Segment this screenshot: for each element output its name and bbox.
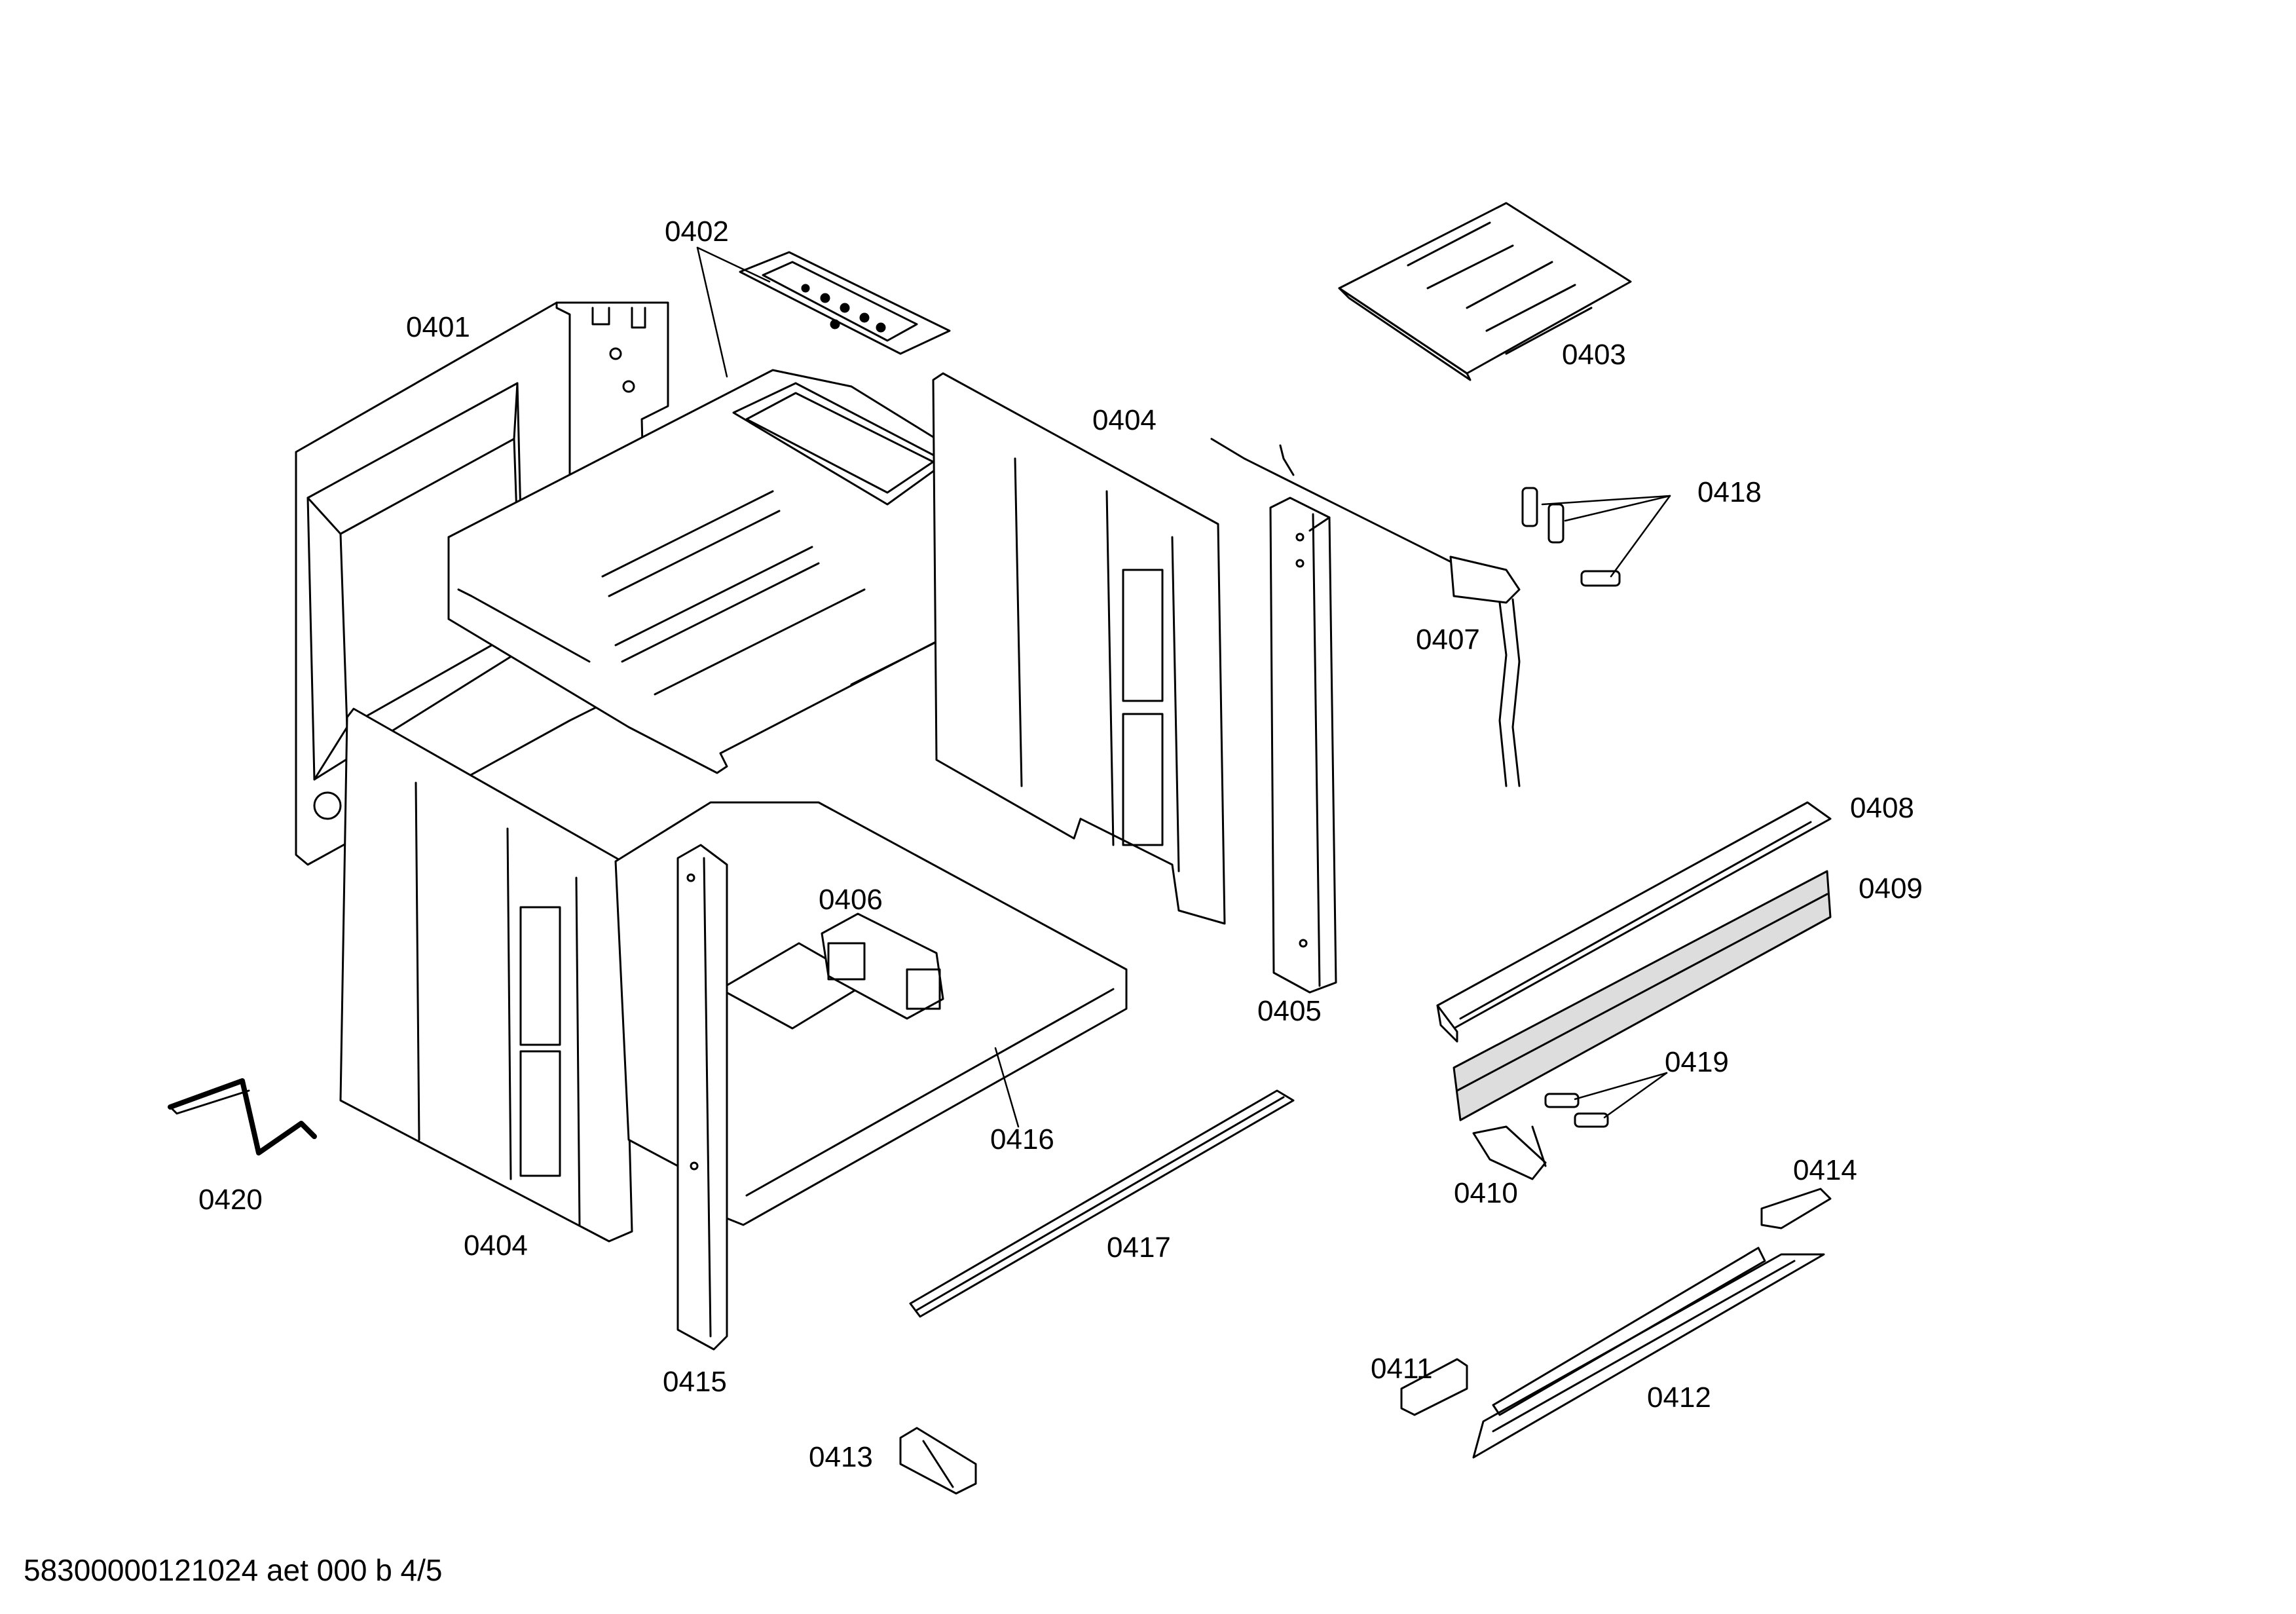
part-0415-front-rail	[676, 844, 728, 1351]
part-0403-screw-bag	[1338, 202, 1632, 381]
part-0406-motor	[821, 912, 944, 1020]
callout-0401: 0401	[406, 311, 470, 343]
part-0405-side-rail	[1269, 497, 1337, 994]
callout-0418: 0418	[1697, 476, 1762, 508]
callout-0407: 0407	[1416, 624, 1480, 656]
callout-0416: 0416	[990, 1123, 1054, 1155]
callout-0408: 0408	[1850, 792, 1914, 824]
callout-0405: 0405	[1257, 995, 1322, 1027]
part-0412-bottom-rail	[1472, 1247, 1825, 1459]
callout-0410: 0410	[1454, 1177, 1518, 1209]
part-0408-channel	[1436, 801, 1832, 1043]
part-0420-wire-hook	[168, 1078, 317, 1155]
callout-0415: 0415	[663, 1366, 727, 1398]
part-0419-screws	[1544, 1093, 1609, 1128]
part-0404-right-side-panel	[932, 372, 1226, 925]
part-0410-bracket	[1472, 1125, 1547, 1180]
part-0411-bracket	[1400, 1358, 1468, 1416]
callout-0404-upper: 0404	[1092, 404, 1157, 436]
callout-0404-lower: 0404	[464, 1229, 528, 1262]
callout-0403: 0403	[1562, 339, 1626, 371]
document-code: 58300000121024 aet 000 b 4/5	[24, 1553, 443, 1587]
callout-0412: 0412	[1647, 1381, 1711, 1414]
part-0413-switch-box	[899, 1427, 977, 1495]
callout-0411: 0411	[1371, 1353, 1433, 1385]
callout-0419: 0419	[1665, 1046, 1729, 1078]
part-0414-clip	[1760, 1188, 1832, 1229]
part-0407-sensor	[1210, 438, 1521, 787]
part-0417-bottom-strip	[909, 1089, 1295, 1318]
callout-0402: 0402	[665, 216, 729, 248]
callout-0406: 0406	[819, 884, 883, 916]
leader-lines	[696, 246, 1671, 1128]
callout-0417: 0417	[1107, 1231, 1171, 1264]
callout-0414: 0414	[1793, 1154, 1857, 1186]
part-0402-cover-plate	[739, 251, 951, 355]
callout-0409: 0409	[1859, 873, 1923, 905]
callout-0413: 0413	[809, 1441, 873, 1473]
callout-0420: 0420	[198, 1184, 263, 1216]
part-0409-grille-strip	[1453, 870, 1832, 1121]
part-0404-left-side-panel	[339, 707, 633, 1243]
part-0418-screws	[1521, 487, 1621, 587]
